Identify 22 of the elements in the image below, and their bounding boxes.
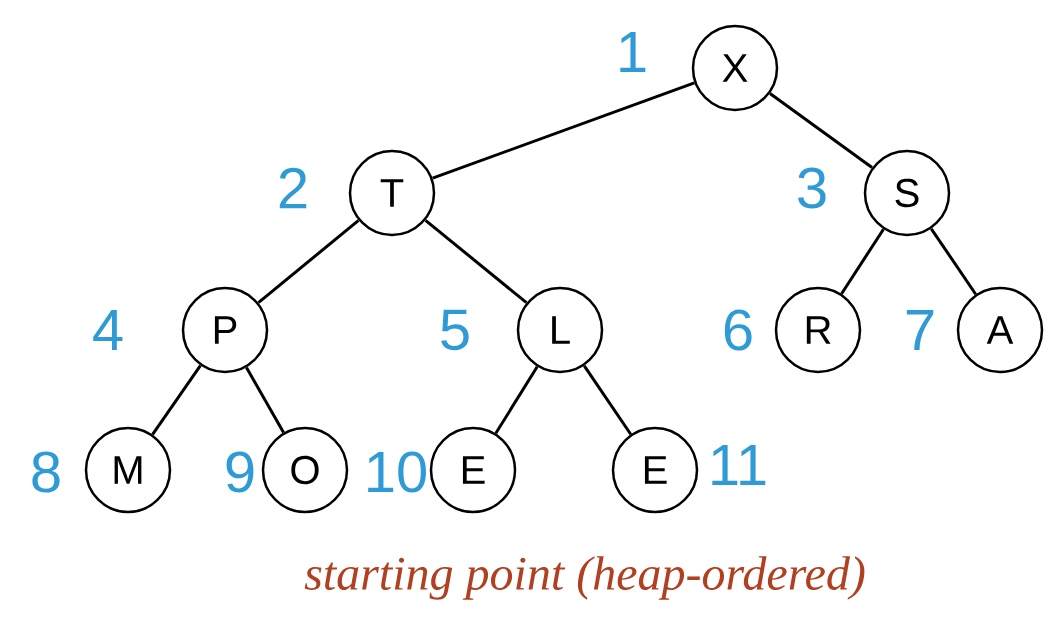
tree-edge — [245, 366, 285, 434]
tree-edge — [432, 81, 695, 180]
tree-edge — [583, 364, 632, 436]
tree-edge — [769, 92, 873, 169]
index-number: 9 — [226, 451, 254, 493]
tree-edge — [494, 365, 539, 435]
index-number: 5 — [441, 309, 469, 351]
index-number: 7 — [906, 310, 934, 350]
tree-edge — [930, 227, 977, 296]
index-number: 4 — [93, 310, 123, 350]
tree-edge — [151, 364, 202, 436]
tree-edge — [257, 219, 360, 304]
index-number: 1 — [620, 32, 646, 72]
tree-edge — [840, 228, 885, 295]
index-number: 3 — [798, 167, 826, 209]
index-number: 11 — [712, 445, 766, 485]
tree-edge — [424, 219, 528, 304]
index-number: 6 — [724, 309, 752, 351]
index-number: 2 — [279, 167, 307, 209]
caption: starting point (heap-ordered) — [304, 556, 865, 600]
index-number: 10 — [368, 451, 426, 493]
index-number: 8 — [32, 451, 60, 493]
